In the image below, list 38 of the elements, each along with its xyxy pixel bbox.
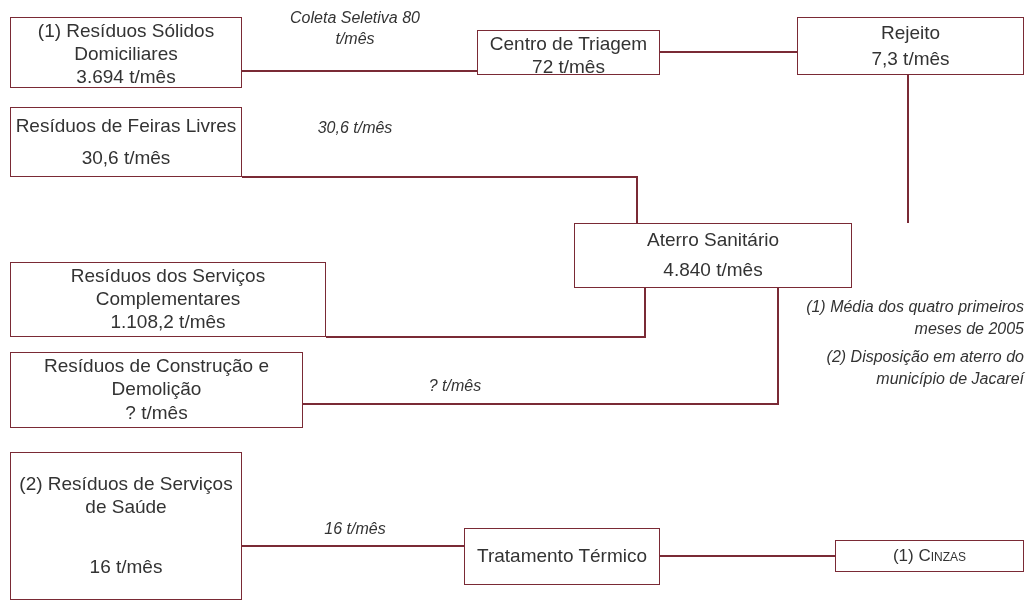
node-title: (1) Cinzas (892, 545, 967, 567)
connector-line (241, 545, 465, 547)
connector-line (659, 555, 836, 557)
node-title: Rejeito (880, 21, 941, 45)
process-box (477, 30, 660, 75)
node-value: 7,3 t/mês (871, 47, 950, 71)
node-title: (2) Resíduos de Serviços de Saúde (18, 473, 234, 519)
node-value: 3.694 t/mês (76, 65, 176, 89)
connector-line (241, 176, 638, 224)
node-title: Resíduos de Construção e Demolição (43, 355, 270, 401)
process-box (797, 17, 1024, 75)
node-title: Tratamento Térmico (477, 545, 647, 568)
process-box (10, 352, 303, 428)
process-box (464, 528, 660, 585)
connector-line (302, 287, 779, 405)
node-value: 30,6 t/mês (81, 146, 171, 170)
node-title: Aterro Sanitário (647, 229, 779, 253)
node-title: Centro de Triagem (489, 33, 648, 56)
process-box (574, 223, 852, 288)
node-title: (1) Resíduos Sólidos Domiciliares (36, 20, 216, 66)
footnote: (2) Disposição em aterro do município de Jacareí (825, 347, 1024, 390)
node-title: Resíduos de Feiras Livres (15, 114, 237, 138)
node-value: 4.840 t/mês (663, 258, 763, 282)
node-value: 16 t/mês (89, 555, 163, 579)
connector-line (325, 287, 646, 338)
process-box (835, 540, 1024, 572)
connector-line (241, 70, 478, 72)
process-box (10, 17, 242, 88)
process-box (10, 262, 326, 337)
connector-line (659, 51, 798, 53)
node-value: ? t/mês (125, 401, 188, 425)
node-value: 1.108,2 t/mês (110, 311, 226, 334)
node-value: 72 t/mês (532, 55, 605, 79)
process-box (10, 107, 242, 177)
node-title: Resíduos dos Serviços Complementares (69, 265, 267, 311)
process-box (10, 452, 242, 600)
connector-line (907, 74, 909, 224)
footnote: (1) Média dos quatro primeiros meses de 2005 (805, 297, 1024, 340)
